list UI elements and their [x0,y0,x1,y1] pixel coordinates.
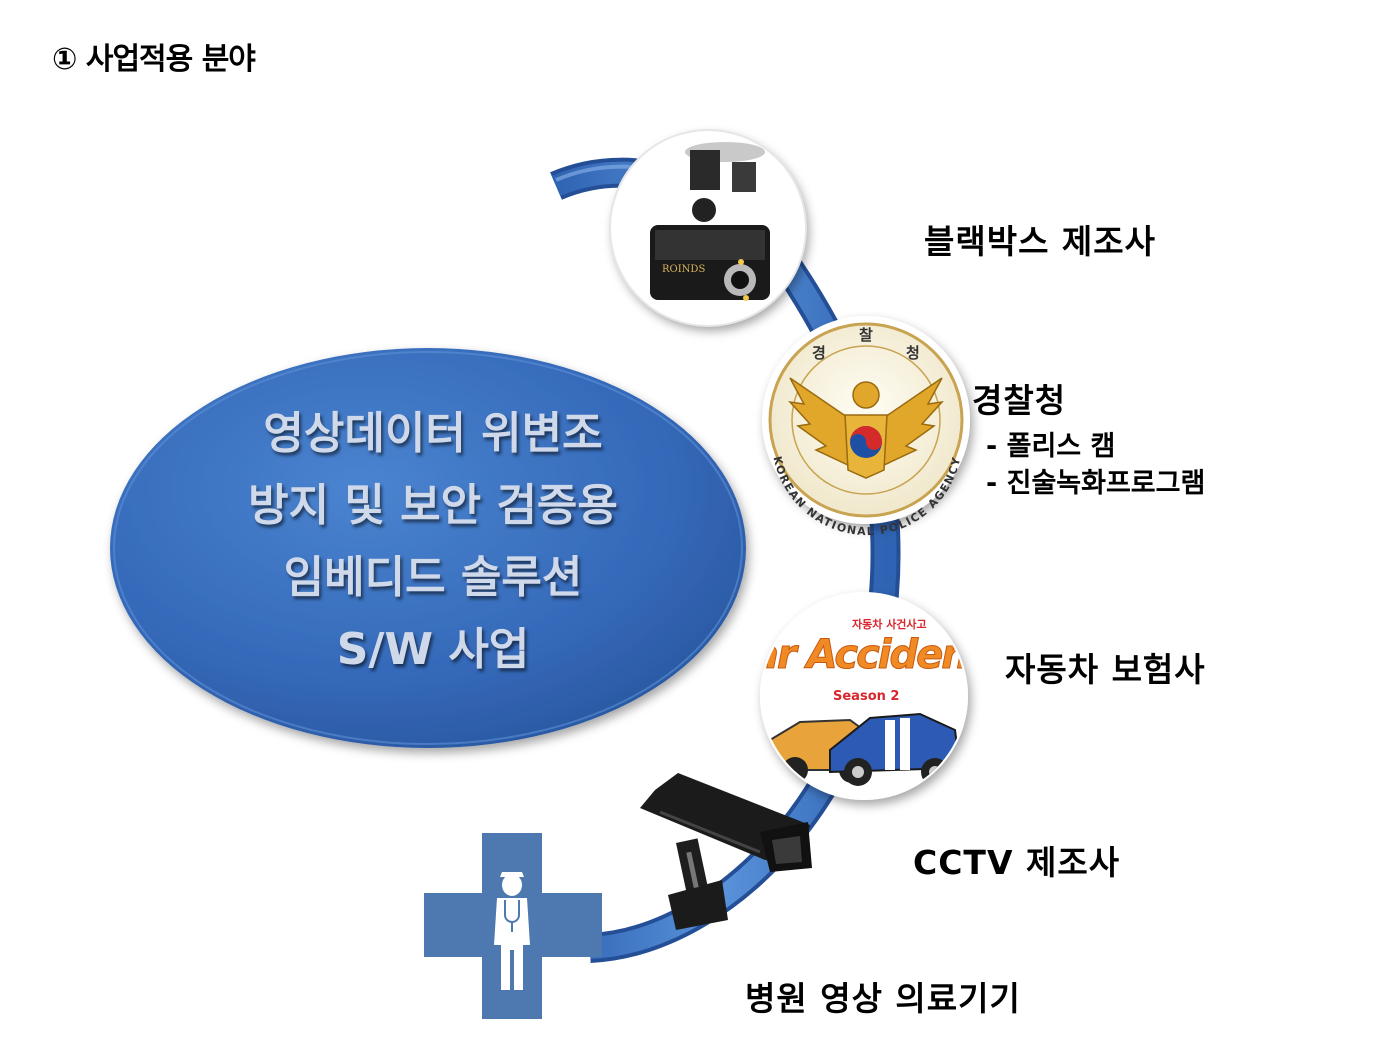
blackbox-label: 블랙박스 제조사 [924,222,1157,261]
police-label: 경찰청 [972,381,1067,420]
dashcam-icon: ROINDS [609,129,807,327]
center-description: 영상데이터 위변조 방지 및 보안 검증용 임베디드 솔루션 S/W 사업 [118,398,748,686]
police-sub-police-cam: - 폴리스 캠 [986,431,1116,462]
poster-title-text: ar Accident [752,632,989,678]
police-emblem-icon: 경 찰 청 KOREAN NATIONAL POLICE AGENCY [762,316,970,538]
car-accident-icon: 자동차 사건사고 ar Accident Season 2 [752,592,989,800]
cctv-label: CCTV 제조사 [913,843,1121,882]
hospital-label: 병원 영상 의료기기 [745,979,1021,1018]
center-line-2: 방지 및 보안 검증용 [248,480,618,531]
central-ellipse [110,348,746,748]
police-sub-statement-recording: - 진술녹화프로그램 [986,468,1206,499]
emblem-char-3: 청 [906,344,920,362]
emblem-char-2: 찰 [859,326,873,344]
center-line-1: 영상데이터 위변조 [263,408,603,459]
dashcam-brand: ROINDS [662,264,705,275]
page-title: ① 사업적용 분야 [52,42,256,77]
center-line-3: 임베디드 솔루션 [283,552,583,603]
poster-season-text: Season 2 [833,689,899,704]
medical-cross-icon [424,833,602,1019]
center-line-4: S/W 사업 [336,624,530,675]
insurance-label: 자동차 보험사 [1005,650,1206,689]
cctv-camera-icon [640,773,812,930]
poster-top-text: 자동차 사건사고 [852,617,927,631]
emblem-char-1: 경 [812,344,826,362]
